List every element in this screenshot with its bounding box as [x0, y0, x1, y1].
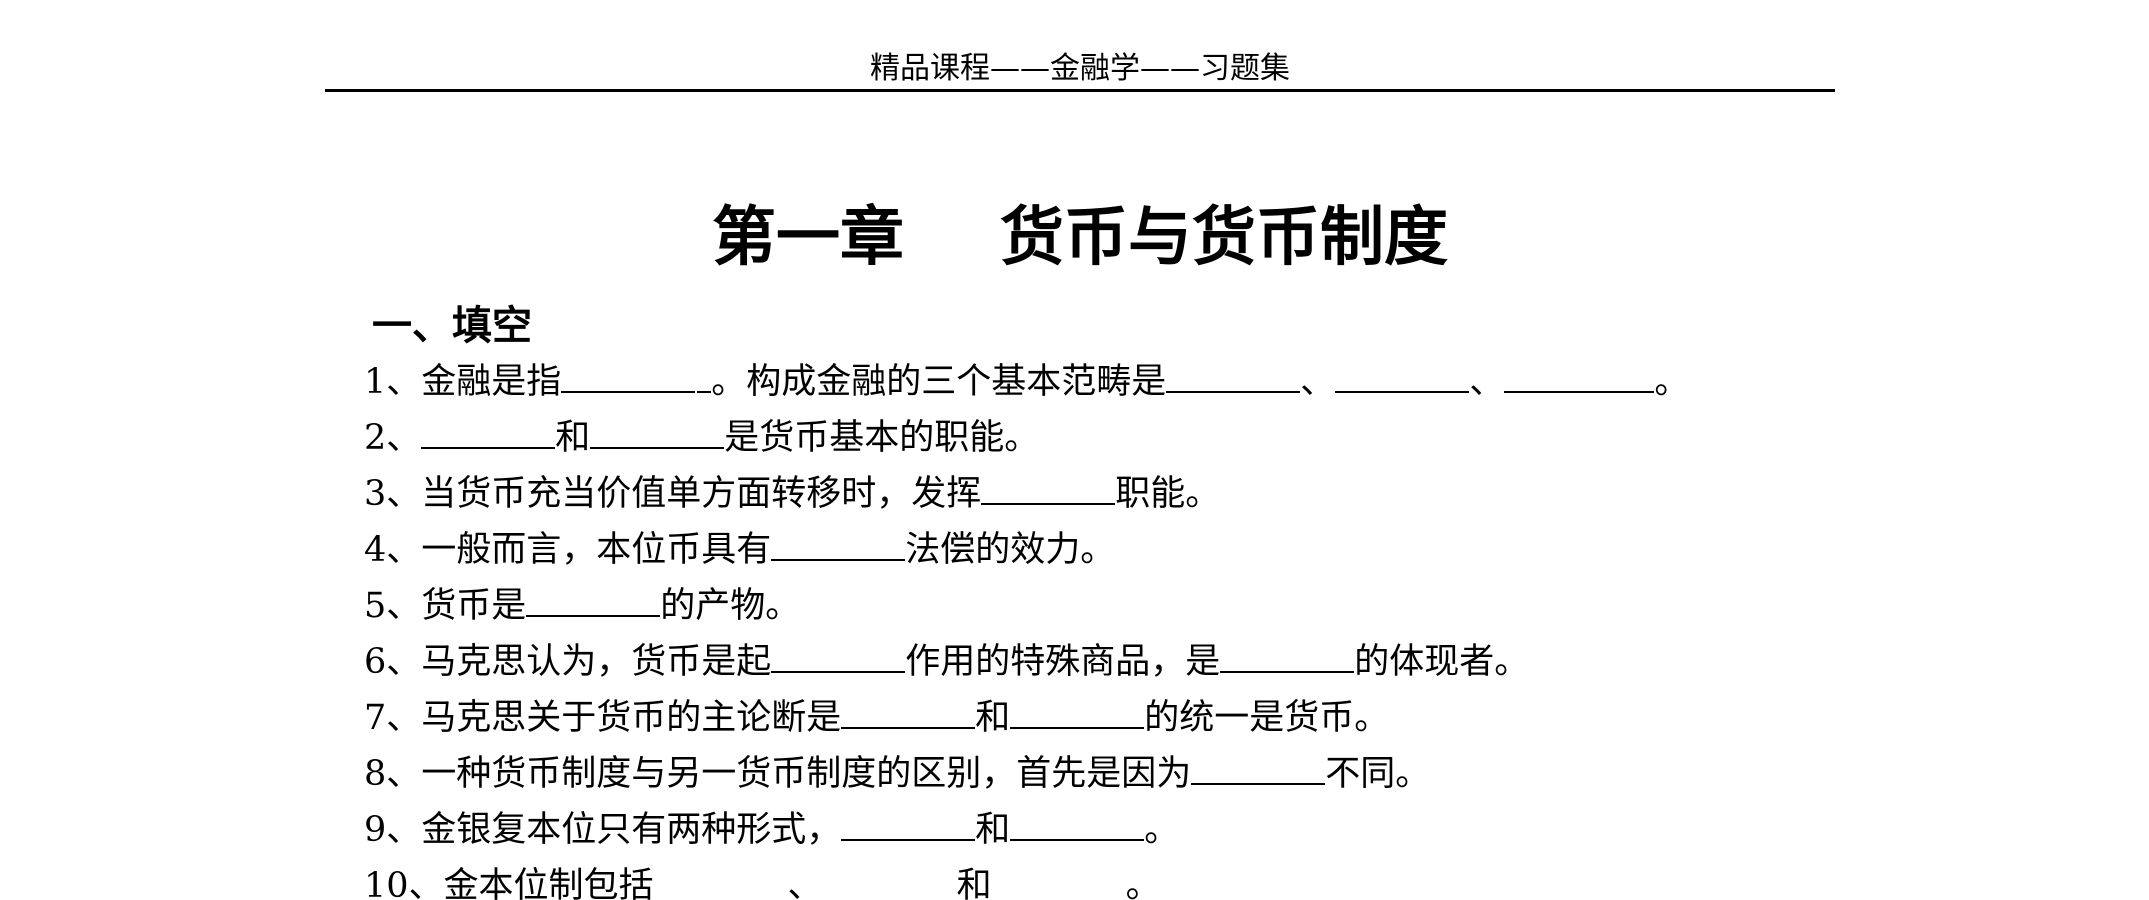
question-8: 8、一种货币制度与另一货币制度的区别，首先是因为 不同。	[364, 746, 1689, 802]
question-9: 9、金银复本位只有两种形式， 和 。	[364, 802, 1689, 858]
chapter-title: 第一章 货币与货币制度	[325, 196, 1835, 280]
answer-blank	[992, 869, 1126, 897]
question-text: 7、马克思关于货币的主论断是	[364, 698, 842, 738]
question-text: 和	[956, 866, 992, 900]
question-text: 职能。	[1115, 474, 1221, 514]
question-text: 6、马克思认为，货币是起	[364, 642, 772, 682]
question-4: 4、一般而言，本位币具有 法偿的效力。	[364, 522, 1689, 578]
question-text: 和	[975, 810, 1011, 850]
question-list: 1、金融是指。构成金融的三个基本范畴是、、。 2、和是货币基本的职能。 3、当货…	[364, 354, 1689, 900]
question-text: 1、金融是指	[364, 362, 562, 402]
question-text: 作用的特殊商品，是	[905, 642, 1221, 682]
answer-blank	[823, 869, 957, 897]
question-text: 、	[787, 866, 823, 900]
answer-blank	[590, 419, 725, 449]
question-text: 、	[1469, 362, 1505, 402]
answer-blank	[561, 363, 696, 393]
question-text: 不同。	[1325, 754, 1431, 794]
question-text: 8、一种货币制度与另一货币制度的区别，首先是因为	[364, 754, 1192, 794]
question-5: 5、货币是 的产物。	[364, 578, 1689, 634]
answer-blank	[421, 419, 556, 449]
answer-blank	[771, 643, 906, 673]
question-7: 7、马克思关于货币的主论断是 和 的统一是货币。	[364, 690, 1689, 746]
question-1: 1、金融是指 。构成金融的三个基本范畴是 、 、 。	[364, 354, 1689, 410]
question-text: 。构成金融的三个基本范畴是	[711, 362, 1167, 402]
question-text: 法偿的效力。	[905, 530, 1116, 570]
question-6: 6、马克思认为，货币是起 作用的特殊商品，是 的体现者。	[364, 634, 1689, 690]
question-text: 4、一般而言，本位币具有	[364, 530, 772, 570]
question-text: 2、	[364, 418, 422, 458]
answer-blank	[771, 531, 906, 561]
answer-blank	[1191, 755, 1326, 785]
answer-blank	[841, 811, 976, 841]
answer-blank	[1335, 363, 1470, 393]
question-text: 的体现者。	[1354, 642, 1530, 682]
answer-blank	[981, 475, 1116, 505]
question-3: 3、当货币充当价值单方面转移时，发挥 职能。	[364, 466, 1689, 522]
question-text: 10、金本位制包括	[364, 866, 654, 900]
question-text: 。	[1144, 810, 1180, 850]
question-2: 2、 和 是货币基本的职能。	[364, 410, 1689, 466]
question-text: 的统一是货币。	[1144, 698, 1390, 738]
answer-blank	[1010, 699, 1145, 729]
question-text: 。	[1654, 362, 1690, 402]
section-heading: 一、填空	[372, 303, 532, 349]
question-text: 是货币基本的职能。	[724, 418, 1040, 458]
question-10: 10、金本位制包括 、 和 。	[364, 858, 1689, 900]
question-text: 5、货币是	[364, 586, 527, 626]
question-text: 。	[1125, 866, 1161, 900]
answer-blank	[1504, 363, 1655, 393]
question-text: 9、金银复本位只有两种形式，	[364, 810, 842, 850]
chapter-name: 货币与货币制度	[1000, 201, 1448, 275]
question-text: 、	[1300, 362, 1336, 402]
question-text: 3、当货币充当价值单方面转移时，发挥	[364, 474, 982, 514]
question-text: 和	[555, 418, 591, 458]
answer-blank	[1010, 811, 1145, 841]
answer-blank	[841, 699, 976, 729]
answer-blank	[654, 869, 788, 897]
question-text: 和	[975, 698, 1011, 738]
answer-blank	[1166, 363, 1301, 393]
running-header: 精品课程——金融学——习题集	[870, 51, 1290, 86]
answer-blank	[1220, 643, 1355, 673]
answer-blank	[526, 587, 661, 617]
chapter-number: 第一章	[712, 201, 904, 275]
answer-blank	[697, 363, 712, 393]
header-rule	[325, 89, 1835, 92]
question-text: 的产物。	[660, 586, 801, 626]
